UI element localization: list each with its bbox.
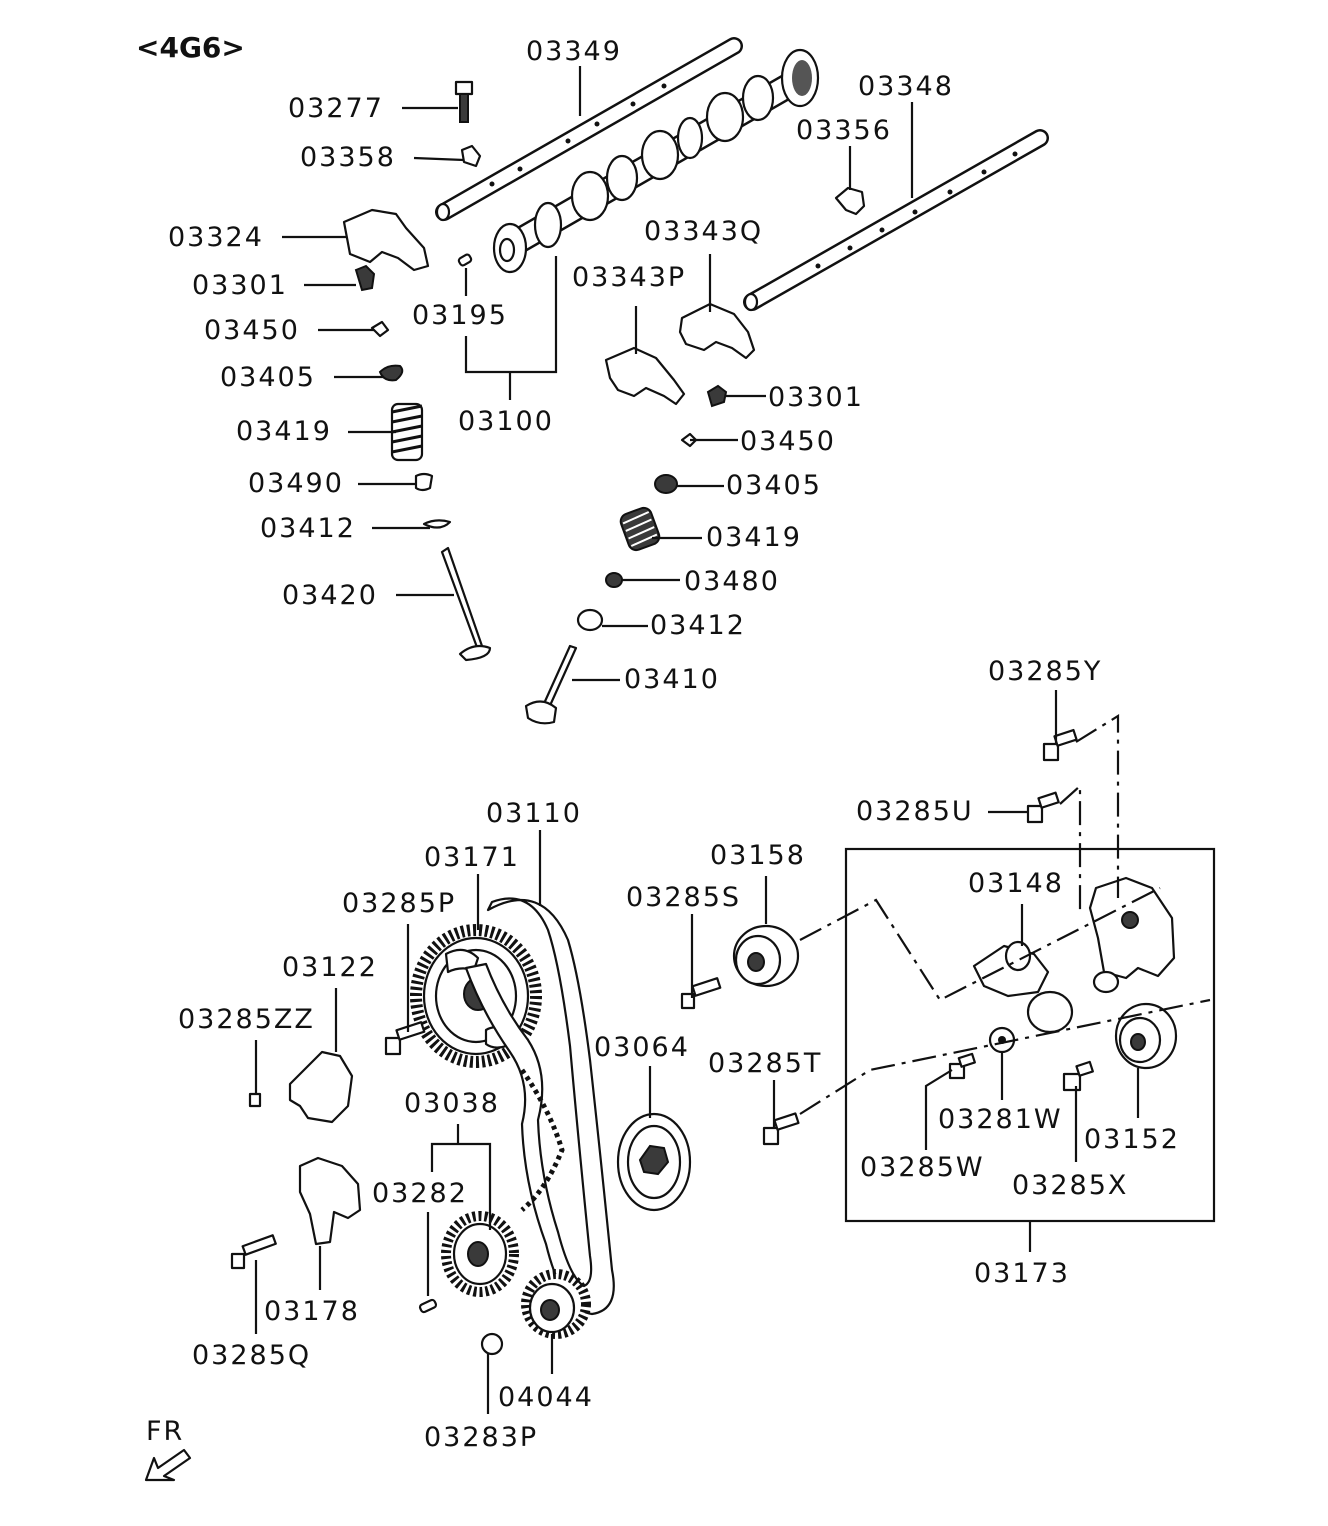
callout-03173: 03173 [974,1258,1070,1289]
camshaft [492,48,820,274]
callout-03277: 03277 [288,93,384,124]
callout-03285q: 03285Q [192,1340,311,1371]
bolt-03285u [1026,791,1060,824]
rocker-shaft-exhaust [743,129,1049,312]
callout-03152: 03152 [1084,1124,1180,1155]
leader-lines-top [282,66,914,682]
callout-03348: 03348 [858,71,954,102]
callout-03412-a: 03412 [260,513,356,544]
callout-03419-a: 03419 [236,416,332,447]
callout-03356: 03356 [796,115,892,146]
leader-lines-bottom [254,690,1140,1414]
crankshaft-sprocket-03282 [441,1211,519,1297]
callout-03343p: 03343P [572,262,686,293]
front-direction-label: FR [146,1416,184,1447]
callout-03405-a: 03405 [220,362,316,393]
callout-03301-a: 03301 [192,270,288,301]
callout-03285p: 03285P [342,888,456,919]
callout-03158: 03158 [710,840,806,871]
tensioner-kit-parts [948,876,1178,1092]
rocker-arm-03343p [604,346,686,406]
key-03038 [418,1298,438,1314]
callout-04044: 04044 [498,1382,594,1413]
callout-03450-a: 03450 [204,315,300,346]
tensioner-pulley-03158 [732,924,800,988]
callout-03122: 03122 [282,952,378,983]
callout-03343q: 03343Q [644,216,763,247]
seal-03490 [414,472,434,492]
bolt-03285p [384,1021,426,1056]
callout-03281w: 03281W [938,1104,1063,1135]
callout-03285u: 03285U [856,796,974,827]
bolt-03277 [454,80,474,123]
rocker-spring-03356 [834,186,866,216]
callout-03480: 03480 [684,566,780,597]
callout-03285w: 03285W [860,1152,985,1183]
rocker-shaft-intake [435,37,743,222]
valve-spring-03419b [619,506,661,552]
balancer-sprocket-04044 [521,1269,591,1339]
nut-03450a [370,320,390,338]
adjusting-screw-03301a [354,264,376,292]
callout-03349: 03349 [526,36,622,67]
callout-03171: 03171 [424,842,520,873]
bolt-03285zz [248,1092,262,1108]
seat-03412a [422,519,452,529]
callout-03324: 03324 [168,222,264,253]
callout-03412-b: 03412 [650,610,746,641]
callout-03301-b: 03301 [768,382,864,413]
callout-03285zz: 03285ZZ [178,1004,315,1035]
timing-belt-teeth [519,1068,565,1212]
callout-03358: 03358 [300,142,396,173]
tensioner-03178 [298,1156,362,1246]
pin-03195 [457,253,473,267]
callout-03405-b: 03405 [726,470,822,501]
adjusting-screw-03301b [706,384,728,408]
bolt-03285y [1042,728,1078,762]
callout-03410: 03410 [624,664,720,695]
callout-03038: 03038 [404,1088,500,1119]
retainer-03405a [378,364,404,382]
bolt-03285s [680,977,722,1010]
bolt-03285q [230,1234,277,1270]
callout-03419-b: 03419 [706,522,802,553]
rocker-arm-03324 [342,208,430,272]
callout-03283p: 03283P [424,1422,538,1453]
retainer-03405b [654,474,678,494]
rocker-arm-03343q [678,302,756,360]
clip-03358 [460,144,482,168]
callout-03285t: 03285T [708,1048,822,1079]
callout-03285s: 03285S [626,882,741,913]
callout-03420: 03420 [282,580,378,611]
bolt-03283p [480,1332,504,1356]
callout-labels: 03349 03277 03358 03348 03356 03324 0334… [168,36,1180,1453]
assembly-dash-lines [799,714,1211,1115]
callout-03285x: 03285X [1012,1170,1128,1201]
bolt-03285t [762,1112,800,1146]
callout-03195: 03195 [412,300,508,331]
flange-03064 [616,1112,692,1212]
cover-03122 [288,1050,354,1124]
callout-03285y: 03285Y [988,656,1102,687]
valve-spring-03419a [390,402,424,462]
callout-03110: 03110 [486,798,582,829]
seat-03412b [576,608,604,632]
callout-03178: 03178 [264,1296,360,1327]
engine-model-title: <4G6> [136,31,245,64]
callout-03282: 03282 [372,1178,468,1209]
callout-03490: 03490 [248,468,344,499]
callout-03064: 03064 [594,1032,690,1063]
seal-03480 [605,572,623,588]
callout-03148: 03148 [968,868,1064,899]
valve-03420 [440,546,492,662]
front-direction-arrow [144,1448,192,1482]
valve-03410 [524,644,578,725]
timing-belt-03110 [464,897,615,1316]
callout-03100: 03100 [458,406,554,437]
callout-03450-b: 03450 [740,426,836,457]
